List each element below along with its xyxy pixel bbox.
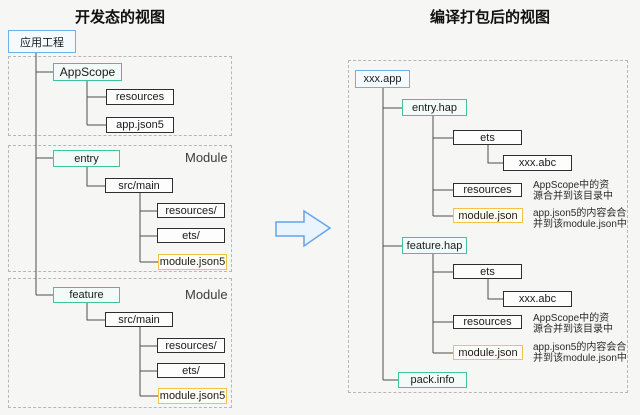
entryhap-resources-annotation: AppScope中的资 源合并到该目录中 [533,180,640,202]
entryhap-ets-node: ets [453,130,522,145]
appscope-group-box [8,56,232,136]
featurehap-module-annotation: app.json5的内容会合 并到该module.json中 [533,342,640,364]
feature-ets-node: ets/ [157,363,225,378]
entryhap-modulejson-node: module.json [453,208,523,223]
annotation-line: app.json5的内容会合 [533,342,627,353]
annotation-line: 源合并到该目录中 [533,190,613,202]
featurehap-resources-node: resources [453,315,522,329]
annotation-line: app.json5的内容会合 [533,208,627,219]
feature-srcmain-node: src/main [105,312,173,327]
entryhap-xxxabc-node: xxx.abc [503,155,572,171]
annotation-line: 并到该module.json中 [533,352,627,364]
packinfo-node: pack.info [398,372,467,388]
appscope-node: AppScope [53,63,122,81]
feature-module-group-box [8,278,232,408]
build-output-group-box [348,60,628,393]
featurehap-node: feature.hap [402,237,467,254]
app-project-node: 应用工程 [8,30,76,53]
entry-resources-node: resources/ [157,203,225,218]
feature-modulejson5-node: module.json5 [158,388,227,404]
entry-srcmain-node: src/main [105,178,173,193]
entry-module-label: Module [185,150,228,165]
entry-module-group-box [8,145,232,272]
feature-node: feature [53,287,120,303]
entry-node: entry [53,150,120,167]
entry-modulejson5-node: module.json5 [158,254,227,270]
annotation-line: 源合并到该目录中 [533,323,613,335]
featurehap-ets-node: ets [453,264,522,279]
appscope-appjson5-node: app.json5 [106,117,174,133]
featurehap-resources-annotation: AppScope中的资 源合并到该目录中 [533,313,640,335]
feature-resources-node: resources/ [157,338,225,353]
annotation-line: AppScope中的资 [533,180,610,191]
entry-ets-node: ets/ [157,228,225,243]
feature-module-label: Module [185,287,228,302]
entryhap-resources-node: resources [453,183,522,197]
featurehap-xxxabc-node: xxx.abc [503,291,572,307]
annotation-line: AppScope中的资 [533,313,610,324]
featurehap-modulejson-node: module.json [453,345,523,360]
dev-view-title: 开发态的视图 [74,9,165,26]
xxxapp-node: xxx.app [355,70,410,88]
appscope-resources-node: resources [106,89,174,105]
transform-arrow-icon [275,209,332,248]
entryhap-module-annotation: app.json5的内容会合 并到该module.json中 [533,208,640,230]
entryhap-node: entry.hap [402,99,467,116]
build-view-title: 编译打包后的视图 [429,9,550,26]
annotation-line: 并到该module.json中 [533,218,627,230]
